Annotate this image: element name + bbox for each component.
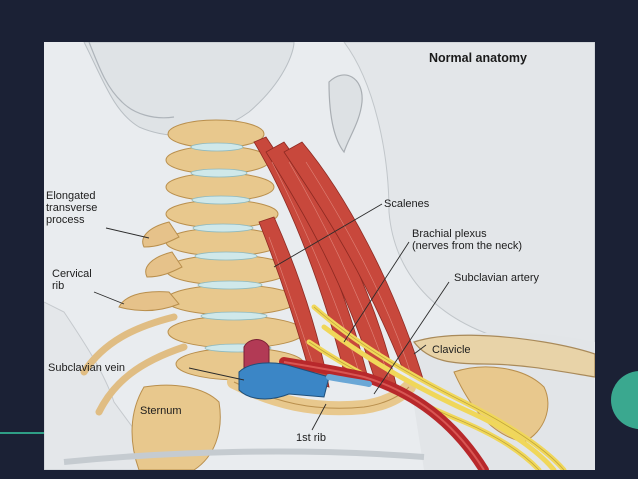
anatomy-illustration: [44, 42, 595, 470]
label-subclavian-vein: Subclavian vein: [48, 362, 126, 374]
slide-accent-dot: [611, 371, 638, 429]
figure-title: Normal anatomy: [429, 51, 527, 65]
ear: [328, 74, 363, 154]
face-outline: [88, 42, 175, 119]
scalene-muscles: [253, 136, 425, 388]
label-clavicle: Clavicle: [432, 344, 471, 356]
label-subclavian-artery: Subclavian artery: [454, 272, 539, 284]
label-cervical-rib: Cervical rib: [52, 268, 92, 292]
sternum-bone: [131, 384, 221, 470]
neck-back: [343, 42, 595, 363]
label-sternum: Sternum: [140, 405, 182, 417]
ribs: [80, 313, 188, 416]
label-scalenes: Scalenes: [384, 198, 430, 210]
leader-lines: [93, 203, 450, 431]
label-first-rib: 1st rib: [296, 432, 326, 444]
clavicle-bone: [413, 334, 595, 378]
transverse-processes: [118, 221, 183, 312]
head-silhouette: [83, 42, 295, 136]
subclavian-vein-vessel: [238, 362, 330, 400]
anatomy-figure: Normal anatomy Elongated transverse proc…: [44, 42, 595, 470]
chest-outline: [44, 301, 165, 470]
slide-accent-line: [0, 432, 44, 434]
label-brachial-plexus: Brachial plexus (nerves from the neck): [412, 228, 523, 252]
body-outline: [63, 448, 425, 465]
label-elongated-transverse-process: Elongated transverse process: [46, 190, 98, 226]
